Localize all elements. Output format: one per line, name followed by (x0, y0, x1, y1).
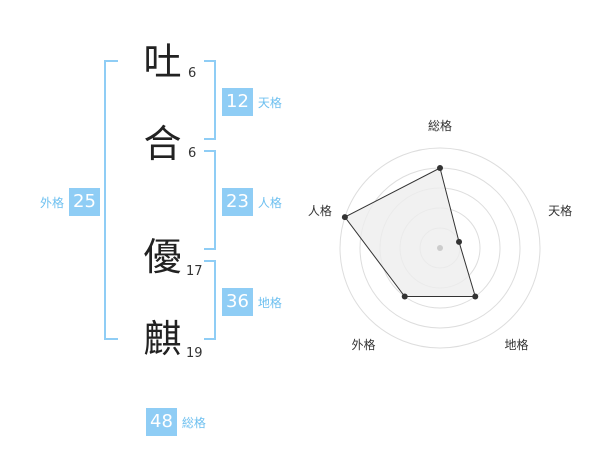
name-char-3: 優 (143, 235, 182, 279)
radar-point-3 (472, 293, 479, 300)
jinkaku-value: 23 (222, 188, 253, 216)
name-char-4: 麒 (143, 317, 182, 361)
gaikaku-score: 外格 25 (40, 188, 100, 216)
tenkaku-label: 天格 (257, 95, 282, 110)
stroke-count-3: 17 (186, 264, 203, 279)
radar-axis-label: 外格 (351, 337, 375, 352)
soukaku-score: 48 総格 (146, 408, 206, 436)
tenkaku-score: 12 天格 (222, 88, 282, 116)
radar-axis-label: 地格 (505, 337, 529, 352)
name-char-1: 吐 (143, 40, 182, 84)
radar-axis-label: 総格 (428, 118, 452, 133)
gaikaku-value: 25 (69, 188, 100, 216)
jinkaku-label: 人格 (257, 195, 282, 210)
chikaku-bracket (204, 260, 216, 340)
name-char-2: 合 (143, 122, 182, 166)
radar-point-2 (456, 238, 463, 245)
chikaku-value: 36 (222, 288, 253, 316)
chikaku-score: 36 地格 (222, 288, 282, 316)
stroke-count-1: 6 (188, 66, 197, 81)
radar-center (437, 245, 443, 251)
radar-point-5 (341, 214, 348, 221)
radar-polygon (344, 167, 476, 298)
radar-axis-label: 天格 (548, 203, 572, 218)
radar-point-4 (401, 293, 408, 300)
radar-axis-label: 人格 (308, 203, 332, 218)
radar-point-1 (437, 165, 443, 171)
jinkaku-score: 23 人格 (222, 188, 282, 216)
soukaku-value: 48 (146, 408, 177, 436)
radar-ring-5 (339, 147, 541, 349)
gaikaku-label: 外格 (40, 195, 65, 210)
chikaku-label: 地格 (257, 295, 282, 310)
stroke-count-4: 19 (186, 346, 203, 361)
stroke-count-2: 6 (188, 146, 197, 161)
gaikaku-bracket (104, 60, 118, 340)
tenkaku-bracket (204, 60, 216, 140)
jinkaku-bracket (204, 150, 216, 250)
tenkaku-value: 12 (222, 88, 253, 116)
soukaku-label: 総格 (181, 415, 206, 430)
